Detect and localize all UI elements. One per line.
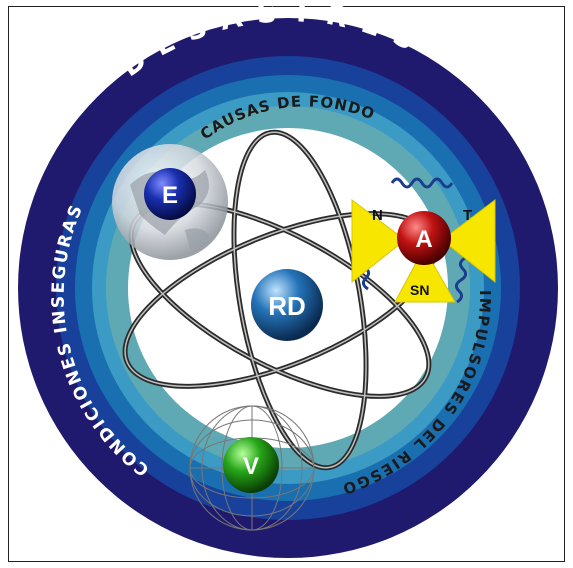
vulnerability-ball-label: V bbox=[243, 453, 259, 480]
triangle-label-sn: SN bbox=[410, 282, 429, 298]
triangle-label-t: T bbox=[463, 207, 472, 224]
center-ball-label: RD bbox=[268, 291, 306, 321]
hazard-ball bbox=[397, 211, 451, 265]
exposure-ball-label: E bbox=[162, 182, 178, 209]
hazard-triangles bbox=[351, 198, 496, 303]
wireframe-globe-icon bbox=[189, 405, 315, 531]
triangle-label-n: N bbox=[372, 207, 383, 224]
vulnerability-ball bbox=[223, 437, 279, 493]
exposure-ball bbox=[144, 168, 196, 220]
hazard-ball-label: A bbox=[415, 226, 432, 253]
center-ball bbox=[251, 269, 323, 341]
